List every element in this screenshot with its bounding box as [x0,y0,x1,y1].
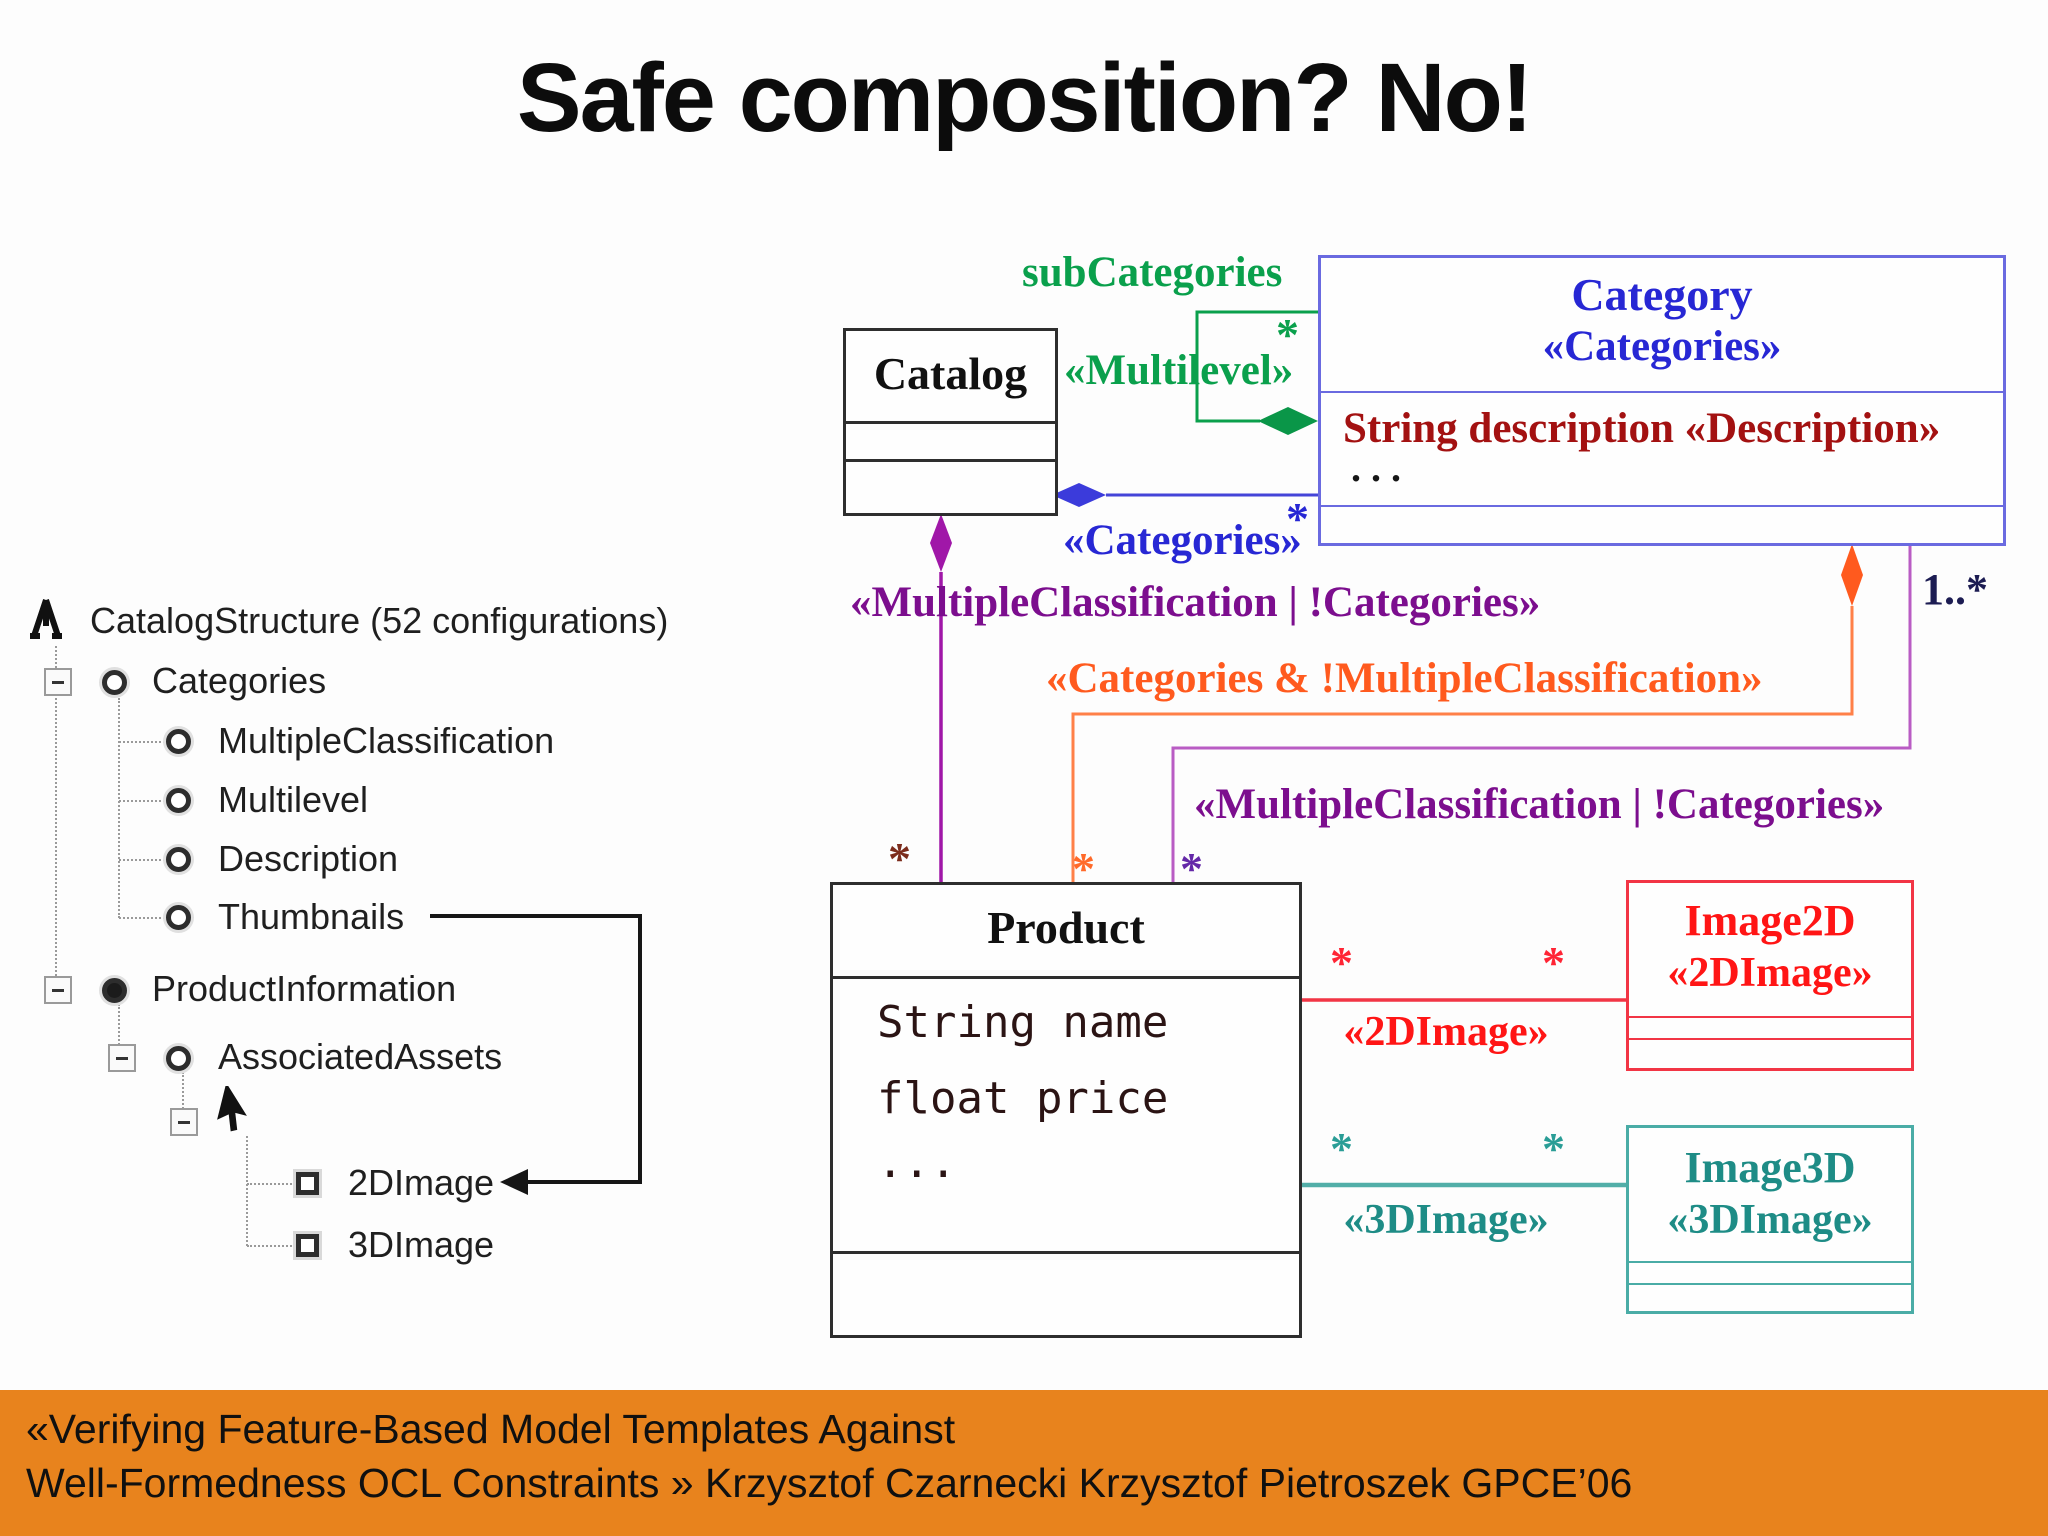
class-category: Category «Categories» String description… [1318,255,2006,546]
tree-guide-line [119,859,165,861]
class-image3d-stereotype: «3DImage» [1667,1197,1873,1243]
tree-item-multilevel[interactable]: Multilevel [218,779,369,820]
label-star-orange: * [1072,843,1095,894]
footer-citation-line2: Well-Formedness OCL Constraints » Krzysz… [26,1460,1633,1506]
thumbnails-2dimage-arrowhead-icon [500,1169,528,1195]
label-constraint-orange: «Categories & !MultipleClassification» [1046,655,1763,702]
compartment-divider [846,421,1055,424]
tree-guide-line [118,698,120,918]
label-star-3d-right: * [1542,1123,1565,1174]
feature-optional-icon [166,729,191,754]
tree-guide-line [119,741,165,743]
class-product-ellipsis: ... [877,1137,957,1188]
feature-mandatory-icon [102,978,127,1003]
class-product: Product String name float price ... [830,882,1302,1338]
slide-title: Safe composition? No! [516,43,1533,152]
label-multiplicity-1-many: 1..* [1922,565,1988,614]
thumbnails-2dimage-line [430,914,642,1184]
compartment-divider [833,976,1299,979]
label-multilevel-star: * [1276,309,1299,360]
feature-root-label: CatalogStructure (52 configurations) [90,600,669,641]
label-constraint-purple-bottom: «MultipleClassification | !Categories» [1194,781,1885,828]
tree-guide-line [119,917,165,919]
label-star-2d-left: * [1330,937,1353,988]
feature-optional-icon [166,905,191,930]
class-category-stereotype: «Categories» [1542,323,1782,370]
feature-optional-icon [102,670,127,695]
label-subcategories: subCategories [1022,249,1283,296]
tree-item-productinformation[interactable]: ProductInformation [152,968,457,1009]
compartment-divider [1629,1283,1911,1285]
compartment-divider [1321,391,2003,393]
subcategories-association-line [1195,310,1318,423]
label-categories-star: * [1286,493,1309,544]
feature-root-icon [30,599,62,639]
label-constraint-purple-top: «MultipleClassification | !Categories» [850,579,1541,626]
catalog-category-diamond-icon [1052,483,1106,507]
tree-guide-line [247,1183,295,1185]
category-product-purple-line [1171,540,1912,882]
class-category-attribute: String description «Description» [1343,405,1941,452]
compartment-divider [833,1251,1299,1254]
tree-guide-line [182,1072,184,1120]
class-image3d-name: Image3D [1684,1143,1856,1192]
tree-guide-line [119,800,165,802]
tree-guide-line [118,1004,120,1056]
tree-guide-line [247,1245,295,1247]
tree-item-associatedassets[interactable]: AssociatedAssets [218,1036,503,1077]
class-product-name: Product [987,902,1145,953]
class-catalog: Catalog [843,328,1058,516]
footer-bar: «Verifying Feature-Based Model Templates… [0,1390,2048,1536]
class-product-attr-price: float price [877,1073,1169,1124]
feature-optional-icon [166,1046,191,1071]
class-product-attr-name: String name [877,997,1169,1048]
label-star-purple: * [1180,843,1203,894]
catalog-product-diamond-icon [930,514,952,572]
tree-item-3dimage[interactable]: 3DImage [348,1224,495,1265]
compartment-divider [1629,1016,1911,1018]
compartment-divider [1629,1261,1911,1263]
tree-item-categories[interactable]: Categories [152,660,327,701]
label-assoc-3d: «3DImage» [1343,1197,1549,1243]
tree-item-description[interactable]: Description [218,838,399,879]
label-multilevel: «Multilevel» [1064,347,1294,394]
feature-optional-icon [166,847,191,872]
label-assoc-2d: «2DImage» [1343,1009,1549,1055]
footer-citation-line1: «Verifying Feature-Based Model Templates… [26,1406,956,1452]
class-category-ellipsis: . . . [1351,445,1401,490]
tree-item-multipleclassification[interactable]: MultipleClassification [218,720,555,761]
label-categories-assoc: «Categories» [1063,517,1302,564]
compartment-divider [1321,505,2003,507]
compartment-divider [846,459,1055,462]
category-product-orange-diamond-icon [1841,544,1863,606]
tree-guide-line [246,1136,248,1246]
tree-guide-line [55,646,57,976]
tree-item-2dimage[interactable]: 2DImage [348,1162,495,1203]
tree-expand-icon[interactable] [44,668,72,696]
class-catalog-name: Catalog [873,348,1028,399]
category-product-orange-line [1071,606,1854,882]
feature-optional-icon [166,788,191,813]
compartment-divider [1629,1038,1911,1040]
class-image2d-name: Image2D [1684,896,1856,945]
label-star-2d-right: * [1542,937,1565,988]
label-star-3d-left: * [1330,1123,1353,1174]
class-image2d-stereotype: «2DImage» [1667,950,1873,996]
subcategories-diamond-icon [1258,407,1318,435]
cursor-icon [217,1086,247,1132]
feature-grouped-icon [296,1172,319,1195]
label-star-catalog-product: * [888,833,911,884]
class-image3d: Image3D «3DImage» [1626,1125,1914,1314]
tree-expand-icon[interactable] [170,1108,198,1136]
tree-item-thumbnails[interactable]: Thumbnails [218,896,405,937]
class-category-name: Category [1571,269,1753,320]
tree-expand-icon[interactable] [44,976,72,1004]
class-image2d: Image2D «2DImage» [1626,880,1914,1071]
tree-expand-icon[interactable] [108,1044,136,1072]
feature-grouped-icon [296,1234,319,1257]
